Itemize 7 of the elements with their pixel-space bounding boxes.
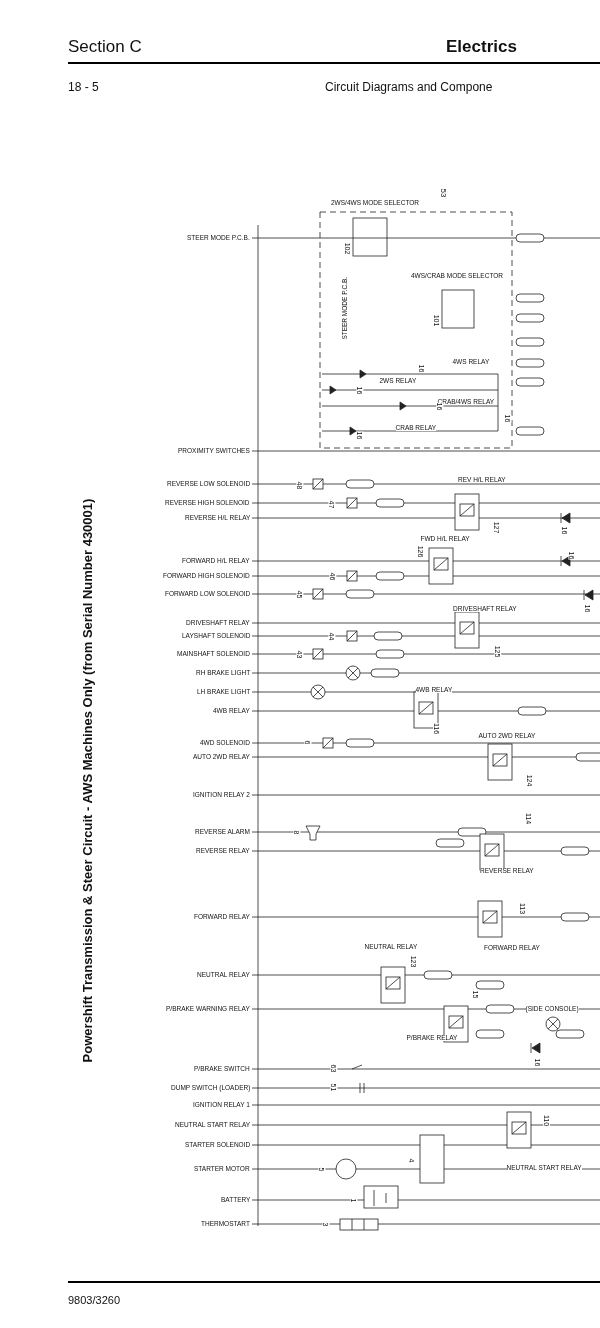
section-subtitle: Circuit Diagrams and Compone — [325, 81, 493, 93]
section-heading: Electrics — [446, 37, 517, 55]
page-number: 18 - 5 — [68, 81, 99, 93]
component-number: 53 — [438, 188, 447, 198]
diagram-title: Powershift Transmission & Steer Circuit - AWS Machines Only (from Serial Number 430001) — [81, 498, 95, 1062]
section-heading: Section C — [68, 37, 142, 55]
document-number: 9803/3260 — [68, 1294, 120, 1306]
